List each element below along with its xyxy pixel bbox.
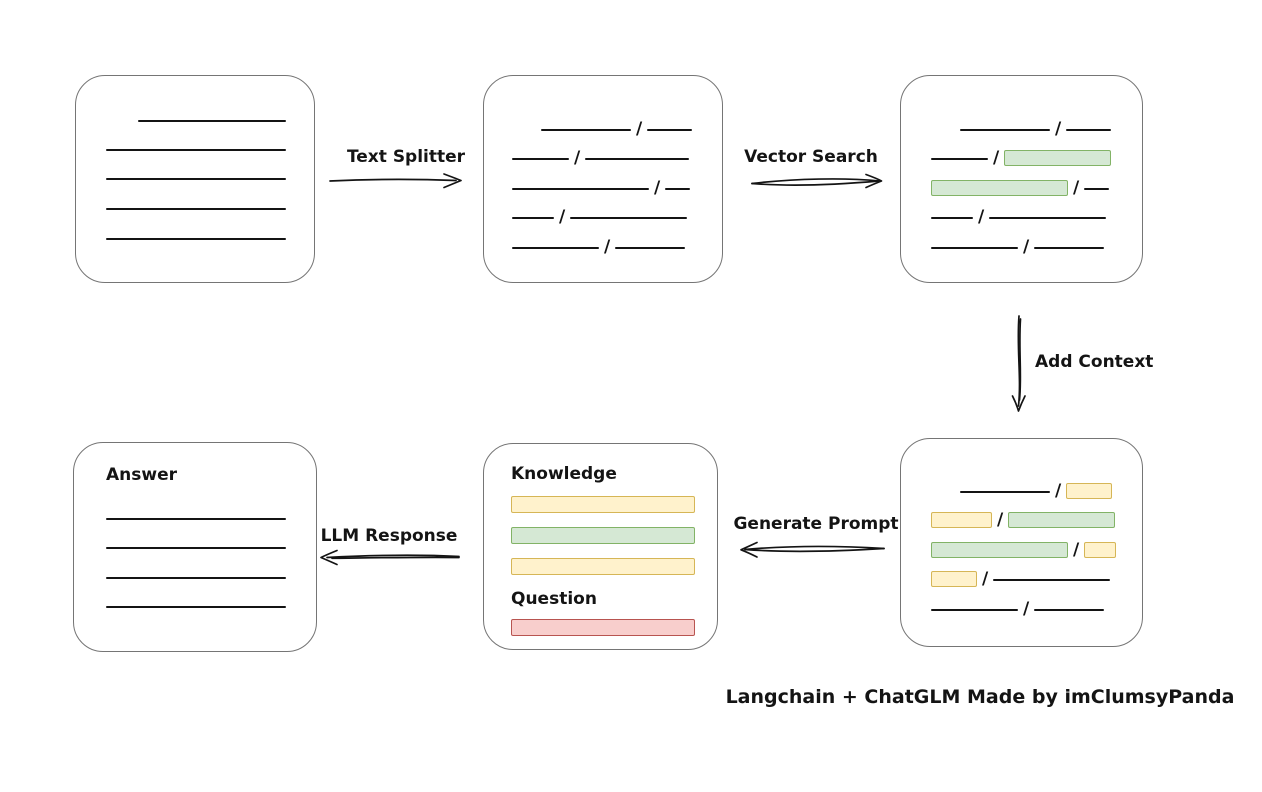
text-segment [931,608,1018,611]
generate-prompt-label: Generate Prompt [733,514,899,534]
context-chunk-yellow [931,571,977,587]
text-line [106,178,286,180]
chunk-row: / [931,470,1142,500]
chunk-row: / [931,226,1142,256]
knowledge-bar-yellow [511,496,695,513]
context-chunk-yellow [931,512,992,528]
prompt-node: Knowledge Question [483,443,718,650]
chunk-row: / [931,197,1142,227]
text-segment [989,217,1107,219]
context-chunk-yellow [1066,482,1113,499]
add-context-arrow [1011,315,1026,412]
chunk-row: / [512,197,722,227]
slash-separator: / [1073,539,1080,560]
slash-separator: / [1073,177,1080,198]
text-segment [541,128,631,131]
slash-separator: / [636,118,643,139]
text-line [106,518,286,520]
chunk-row: / [512,226,722,256]
text-segment [960,490,1050,493]
question-label: Question [511,589,597,609]
matched-chunk-green [1004,150,1112,166]
text-splitter-label: Text Splitter [346,147,466,167]
text-segment [931,246,1018,249]
context-chunk-yellow [1084,541,1117,558]
caption-text: Langchain + ChatGLM Made by imClumsyPand… [725,686,1235,708]
knowledge-label: Knowledge [511,464,617,484]
slash-separator: / [604,236,611,257]
text-segment [1034,608,1105,611]
vector-search-result-node: / / / / / [900,75,1143,283]
text-segment [512,187,649,190]
chunk-row: / [931,138,1142,168]
text-segment [585,158,690,160]
text-segment [615,246,686,249]
text-segment [960,128,1050,131]
chunk-row: / [931,108,1142,138]
chunk-row: / [931,559,1142,589]
document-node [75,75,315,283]
slash-separator: / [559,207,566,227]
vector-search-arrow [751,173,883,189]
text-line [106,208,286,210]
slash-separator: / [1023,236,1030,257]
text-segment [931,217,973,219]
context-node: / / / / / [900,438,1143,647]
text-segment [512,158,569,160]
text-segment [570,217,688,219]
chunk-row: / [512,108,722,138]
slash-separator: / [1055,118,1062,139]
slash-separator: / [997,510,1004,530]
slash-separator: / [1055,480,1062,501]
answer-node: Answer [73,442,317,652]
text-line [138,120,286,122]
matched-chunk-green [931,541,1068,558]
slash-separator: / [993,148,1000,168]
llm-response-label: LLM Response [320,526,458,546]
text-segment [647,128,693,131]
llm-response-arrow [320,549,460,566]
split-text-node: / / / / / [483,75,723,283]
knowledge-bar-yellow [511,558,695,575]
chunk-row: / [931,167,1142,197]
answer-label: Answer [106,465,177,485]
text-segment [993,579,1111,581]
text-line [106,606,286,608]
text-segment [1066,128,1112,131]
chunk-row: / [512,167,722,197]
text-segment [931,158,988,160]
text-splitter-arrow [329,173,462,189]
add-context-label: Add Context [1035,352,1154,372]
slash-separator: / [1023,598,1030,619]
question-bar-red [511,619,695,636]
slash-separator: / [574,148,581,168]
chunk-row: / [931,588,1142,618]
chunk-row: / [931,500,1142,530]
matched-chunk-green [1008,512,1116,528]
text-segment [665,187,691,190]
text-line [106,238,286,240]
chunk-row: / [931,529,1142,559]
text-line [106,547,286,549]
text-segment [512,217,554,219]
slash-separator: / [654,177,661,198]
text-segment [512,246,599,249]
vector-search-label: Vector Search [744,147,878,167]
knowledge-bar-green [511,527,695,544]
generate-prompt-arrow [740,541,885,558]
slash-separator: / [978,207,985,227]
chunk-row: / [512,138,722,168]
text-line [106,149,286,151]
text-segment [1084,187,1110,190]
matched-chunk-green [931,179,1068,196]
slash-separator: / [982,569,989,589]
text-line [106,577,286,579]
text-segment [1034,246,1105,249]
